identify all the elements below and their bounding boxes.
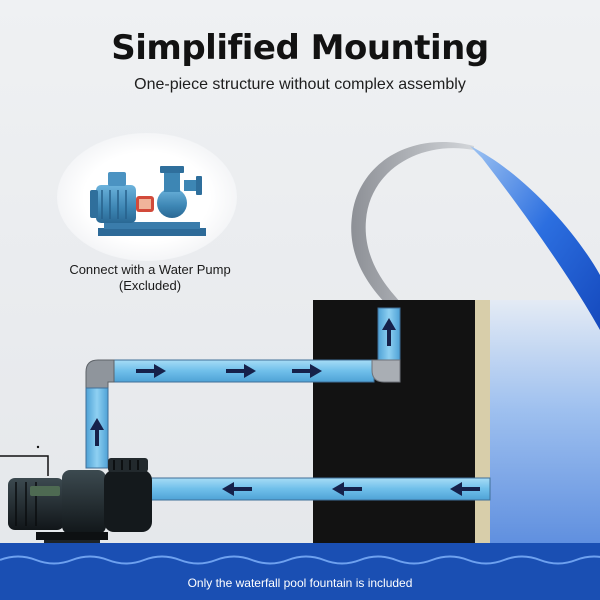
arrow-left-icon <box>450 482 480 496</box>
pool-water-backdrop <box>470 300 600 545</box>
page-subtitle: One-piece structure without complex asse… <box>134 76 466 93</box>
water-pump-icon <box>90 166 206 236</box>
wall-edge <box>473 300 490 545</box>
arrow-up-icon <box>382 318 396 346</box>
flow-arrows <box>90 318 480 496</box>
wave-line <box>0 555 600 565</box>
footer-note: Only the waterfall pool fountain is incl… <box>187 576 413 590</box>
arrow-left-icon <box>332 482 362 496</box>
arrow-left-icon <box>222 482 252 496</box>
arrow-right-icon <box>292 364 322 378</box>
footer-water-band <box>0 543 600 600</box>
lower-return-pipe <box>149 477 491 501</box>
pipe-elbow-right <box>371 359 401 383</box>
pool-pump-icon <box>0 445 152 545</box>
pipe-elbow-left <box>85 359 115 391</box>
pump-caption-line1: Connect with a Water Pump <box>69 262 231 277</box>
arrow-right-icon <box>226 364 256 378</box>
pump-caption: Connect with a Water Pump (Excluded) <box>40 262 260 294</box>
arrow-right-icon <box>136 364 166 378</box>
arrow-up-icon <box>90 418 104 446</box>
page-title: Simplified Mounting <box>111 28 489 68</box>
waterfall-stream <box>351 142 600 330</box>
pump-caption-line2: (Excluded) <box>118 278 182 293</box>
